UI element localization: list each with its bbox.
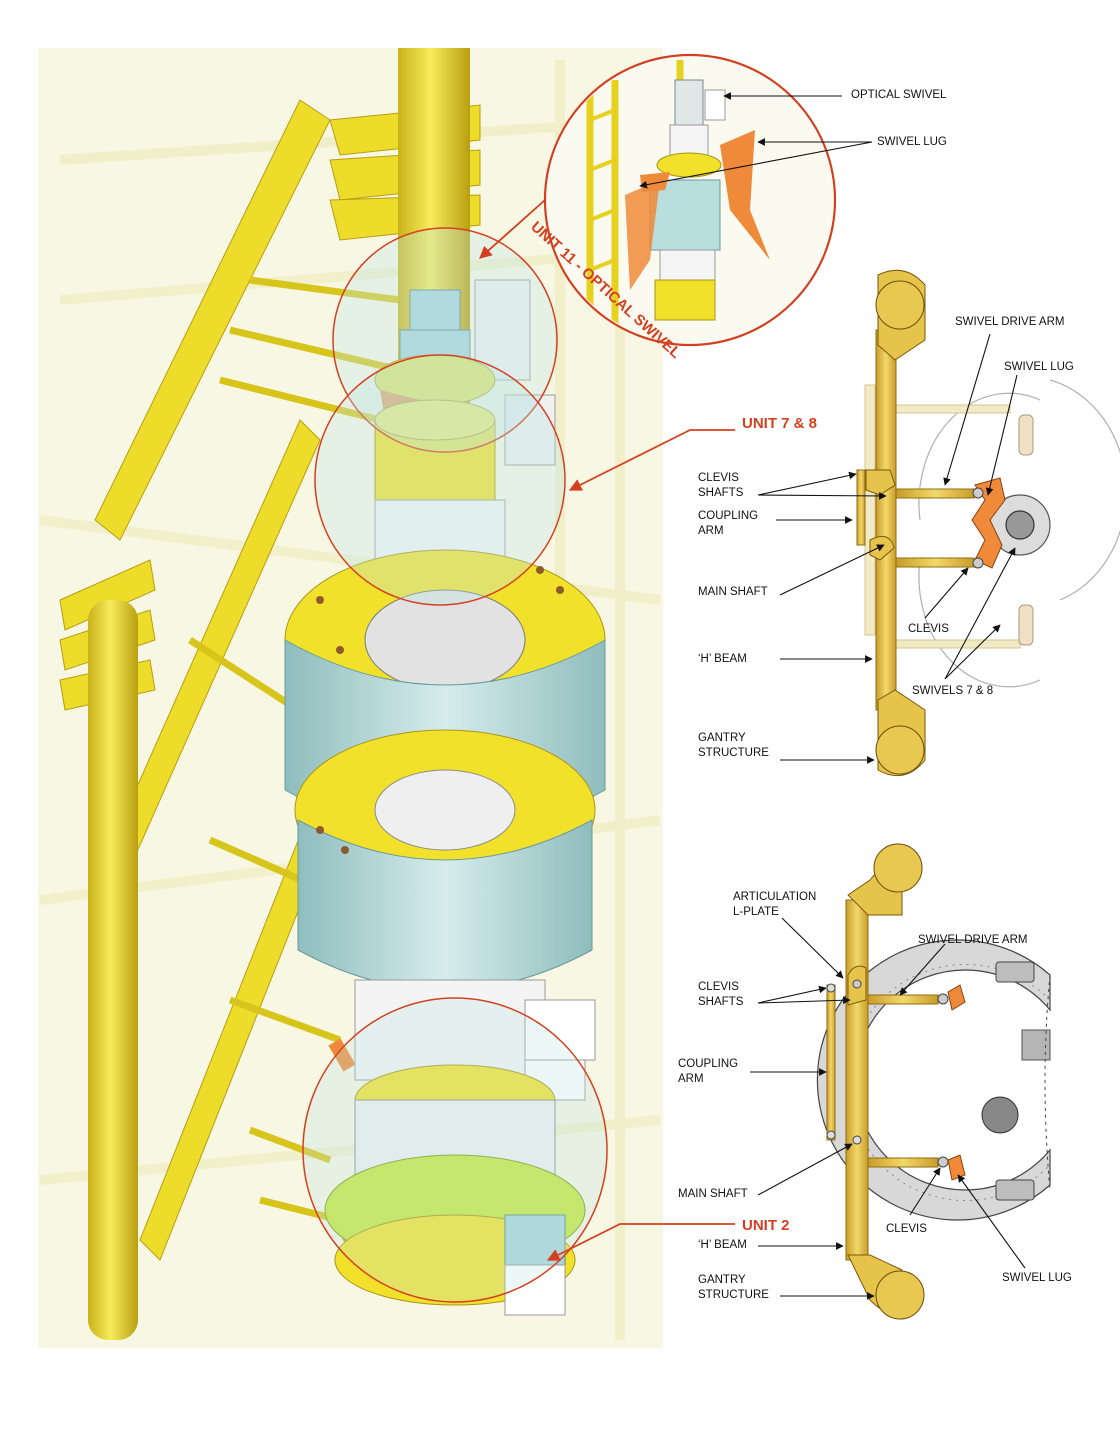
unit11-highlight-circle <box>332 227 558 453</box>
lower-coupling-arm-label-1: COUPLING <box>678 1058 738 1070</box>
lower-h-beam <box>845 899 869 1261</box>
unit78-highlight-circle <box>314 354 566 606</box>
unit78-label: UNIT 7 & 8 <box>742 415 817 432</box>
lower-leaders <box>750 917 1026 1300</box>
upper-swivel-rings <box>918 379 1120 688</box>
upper-coupling-arm-label-2: ARM <box>698 525 724 537</box>
lower-clevis-label: CLEVIS <box>886 1223 927 1235</box>
lower-main-shaft-label: MAIN SHAFT <box>678 1188 748 1200</box>
lower-articulation-label-2: L-PLATE <box>733 906 779 918</box>
unit2-label: UNIT 2 <box>742 1217 790 1234</box>
upper-gantry-label-2: STRUCTURE <box>698 747 769 759</box>
upper-gantry-label-1: GANTRY <box>698 732 746 744</box>
lower-h-beam-label: ‘H’ BEAM <box>698 1239 747 1251</box>
lower-clevis-shafts-label-2: SHAFTS <box>698 996 744 1008</box>
upper-gantry-top <box>875 269 926 361</box>
upper-gantry-bottom <box>875 689 926 777</box>
upper-main-shaft-label: MAIN SHAFT <box>698 586 768 598</box>
upper-leaders <box>757 333 1018 764</box>
upper-clevis-label: CLEVIS <box>908 623 949 635</box>
optical-swivel-detail <box>543 53 837 347</box>
upper-coupling-arm-label-1: COUPLING <box>698 510 758 522</box>
lower-swivel-lug-label: SWIVEL LUG <box>1002 1272 1072 1284</box>
upper-swivel-lug-label: SWIVEL LUG <box>1004 361 1074 373</box>
lower-coupling-arm-label-2: ARM <box>678 1073 704 1085</box>
lower-articulation-label-1: ARTICULATION <box>733 891 816 903</box>
lower-gantry-label-2: STRUCTURE <box>698 1289 769 1301</box>
upper-h-beam <box>875 329 897 711</box>
unit-leaders <box>479 199 735 1261</box>
unit2-highlight-circle <box>302 997 608 1303</box>
detail-leaders <box>639 92 873 189</box>
upper-swivel-drive-arm-label: SWIVEL DRIVE ARM <box>955 316 1065 328</box>
main-illustration <box>38 48 663 1348</box>
upper-swivels-label: SWIVELS 7 & 8 <box>912 685 993 697</box>
upper-h-beam-label: ‘H’ BEAM <box>698 653 747 665</box>
lower-gantry-bottom <box>847 1254 925 1320</box>
swivel-stack <box>284 279 606 1316</box>
lower-gantry-top <box>847 843 923 916</box>
lower-swivel-ring <box>816 939 1051 1221</box>
lower-gantry-label-1: GANTRY <box>698 1274 746 1286</box>
optical-swivel-label: OPTICAL SWIVEL <box>851 89 947 101</box>
lower-swivel-drive-arm-label: SWIVEL DRIVE ARM <box>918 934 1028 946</box>
main-pipe-left <box>88 600 138 1340</box>
upper-clevis-shafts-label-2: SHAFTS <box>698 487 744 499</box>
upper-clevis-shafts-label-1: CLEVIS <box>698 472 739 484</box>
lower-clevis-shafts-label-1: CLEVIS <box>698 981 739 993</box>
lower-diagram <box>816 843 1051 1320</box>
detail-swivel-lug-label: SWIVEL LUG <box>877 136 947 148</box>
upper-diagram <box>856 269 1120 777</box>
